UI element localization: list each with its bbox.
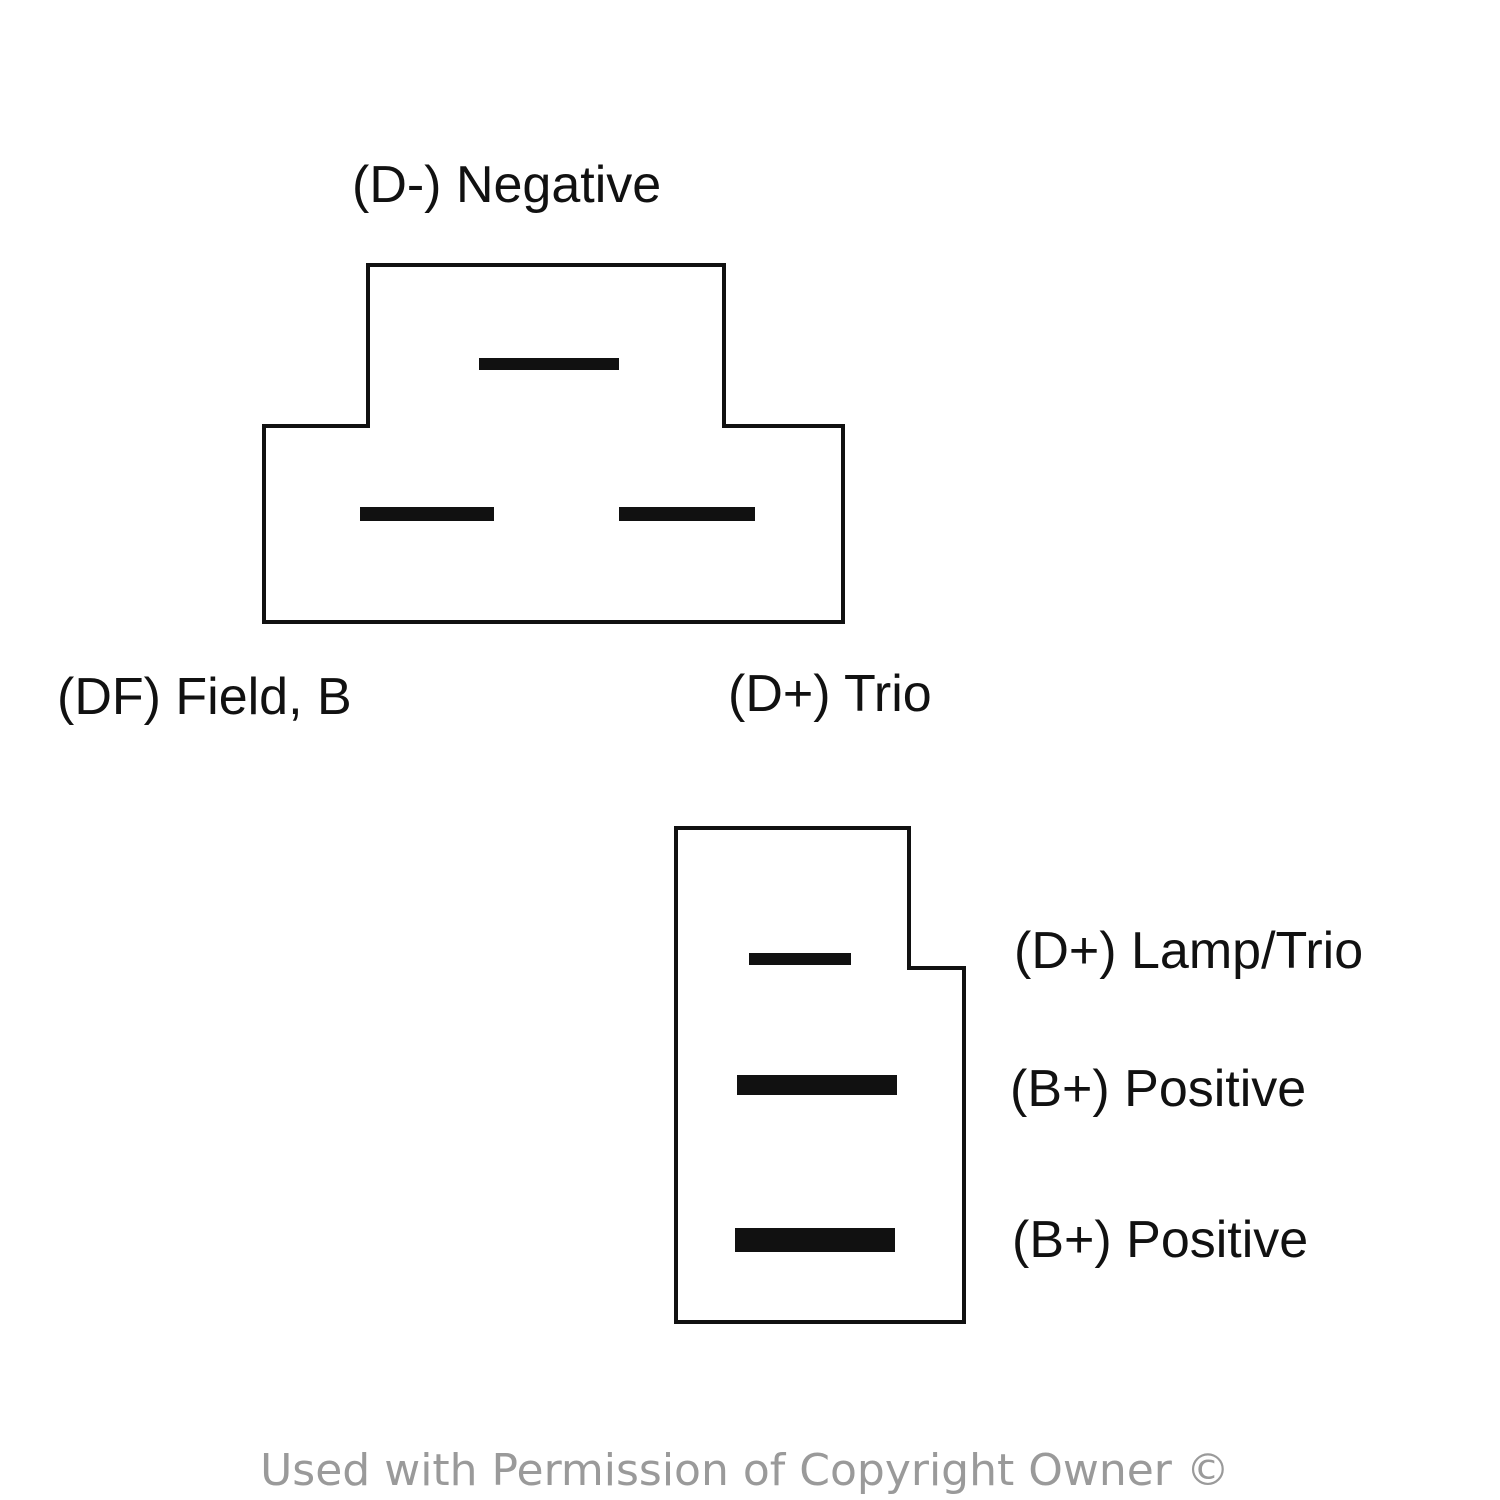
top-connector-pin-negative bbox=[479, 358, 619, 370]
top-connector-pin-field bbox=[360, 507, 494, 521]
copyright-footer: Used with Permission of Copyright Owner … bbox=[260, 1445, 1230, 1496]
bottom-connector-housing bbox=[674, 826, 966, 1324]
label-b-plus-positive-1: (B+) Positive bbox=[1010, 1060, 1306, 1118]
bottom-connector-pin-positive-2 bbox=[735, 1228, 895, 1252]
label-d-negative: (D-) Negative bbox=[352, 156, 661, 214]
top-connector-housing bbox=[262, 263, 845, 624]
label-d-plus-lamp-trio: (D+) Lamp/Trio bbox=[1014, 922, 1363, 980]
bottom-connector-pin-lamp bbox=[749, 953, 851, 965]
top-connector: (D-) Negative (DF) Field, B (D+) Trio bbox=[57, 156, 932, 726]
label-d-plus-trio: (D+) Trio bbox=[728, 665, 932, 723]
label-b-plus-positive-2: (B+) Positive bbox=[1012, 1211, 1308, 1269]
top-connector-pin-trio bbox=[619, 507, 755, 521]
bottom-connector-pin-positive-1 bbox=[737, 1075, 897, 1095]
bottom-connector: (D+) Lamp/Trio (B+) Positive (B+) Positi… bbox=[674, 826, 1363, 1324]
label-df-field: (DF) Field, B bbox=[57, 668, 352, 726]
